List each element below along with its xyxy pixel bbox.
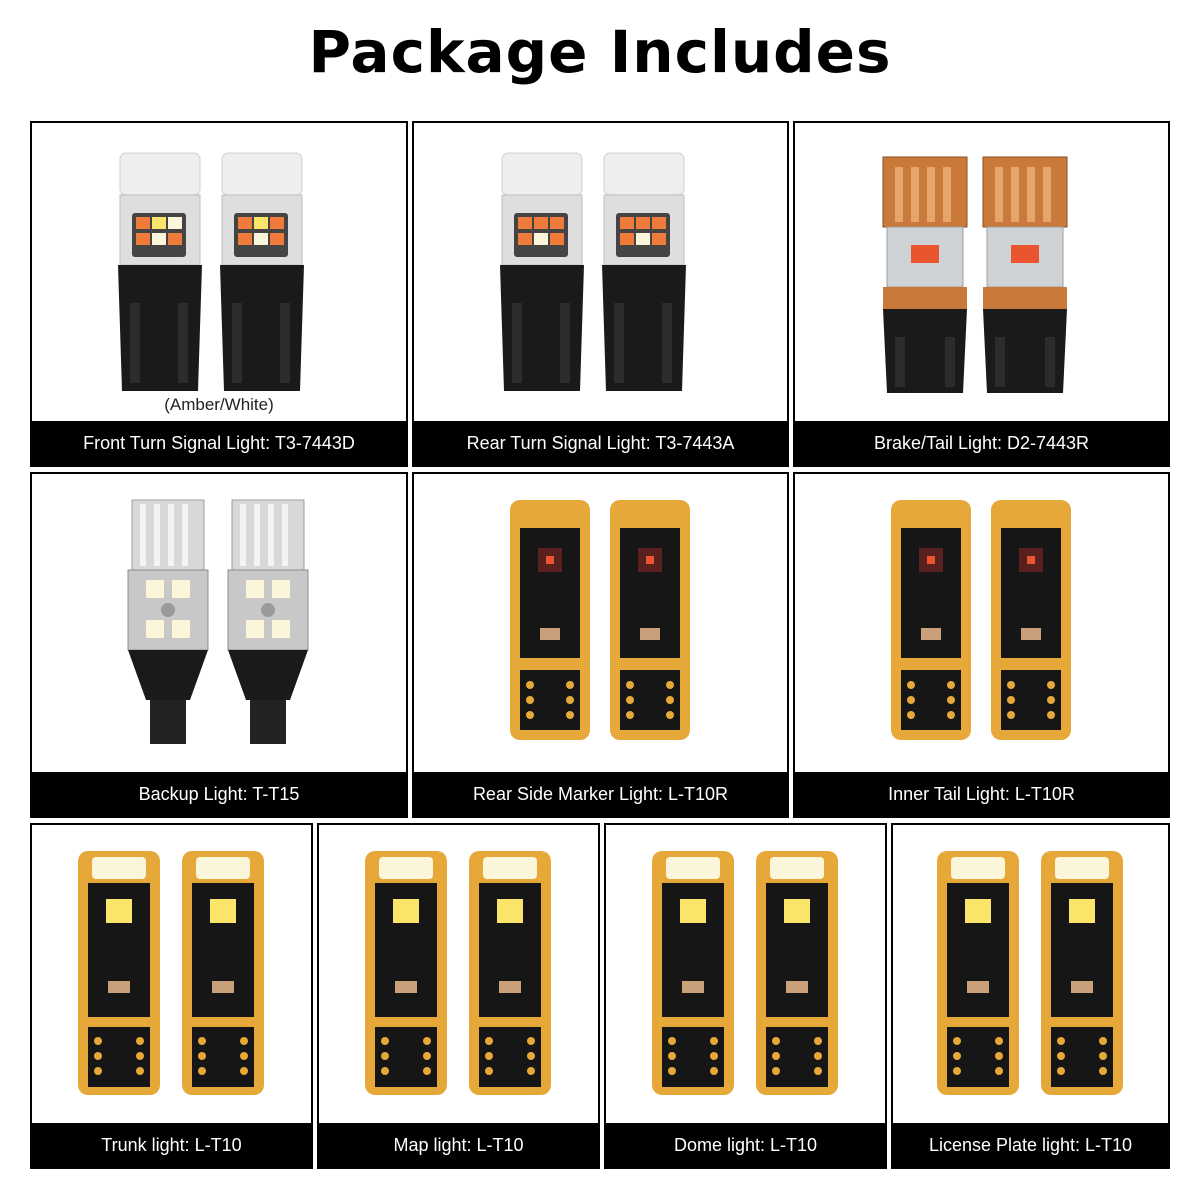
product-image [32, 123, 406, 421]
item-caption: Rear Side Marker Light: L-T10R [414, 772, 787, 816]
item-card-rear-turn: Rear Turn Signal Light: T3-7443A [412, 121, 789, 467]
item-card-inner-tail: Inner Tail Light: L-T10R [793, 472, 1170, 818]
page-title: Package Includes [308, 18, 892, 86]
product-image [795, 123, 1168, 421]
t10-red-bulb-pair-image [510, 500, 690, 740]
item-caption: Backup Light: T-T15 [32, 772, 406, 816]
item-card-trunk: Trunk light: L-T10 [30, 823, 313, 1169]
product-image [795, 474, 1168, 772]
t10-white-bulb-pair-image [937, 851, 1123, 1095]
t10-white-bulb-pair-image [652, 851, 838, 1095]
item-card-license-plate: License Plate light: L-T10 [891, 823, 1170, 1169]
wedge-bulb-pair-image [118, 152, 304, 391]
product-image [319, 825, 598, 1123]
product-image [606, 825, 885, 1123]
item-card-rear-side-marker: Rear Side Marker Light: L-T10R [412, 472, 789, 818]
t15-bulb-pair-image [127, 499, 309, 744]
t10-white-bulb-pair-image [365, 851, 551, 1095]
copper-wedge-bulb-pair-image [882, 156, 1068, 393]
item-caption: Trunk light: L-T10 [32, 1123, 311, 1167]
product-image [32, 825, 311, 1123]
item-caption: Map light: L-T10 [319, 1123, 598, 1167]
item-card-dome: Dome light: L-T10 [604, 823, 887, 1169]
item-card-backup: Backup Light: T-T15 [30, 472, 408, 818]
item-caption: Brake/Tail Light: D2-7443R [795, 421, 1168, 465]
item-caption: Front Turn Signal Light: T3-7443D [32, 421, 406, 465]
t10-white-bulb-pair-image [78, 851, 264, 1095]
item-caption: Dome light: L-T10 [606, 1123, 885, 1167]
product-image [893, 825, 1168, 1123]
item-caption: License Plate light: L-T10 [893, 1123, 1168, 1167]
wedge-bulb-pair-image [500, 152, 686, 391]
product-image [414, 474, 787, 772]
item-card-front-turn: (Amber/White) Front Turn Signal Light: T… [30, 121, 408, 467]
item-caption: Inner Tail Light: L-T10R [795, 772, 1168, 816]
product-image [32, 474, 406, 772]
item-card-map: Map light: L-T10 [317, 823, 600, 1169]
color-note: (Amber/White) [164, 395, 274, 414]
product-image [414, 123, 787, 421]
item-caption: Rear Turn Signal Light: T3-7443A [414, 421, 787, 465]
t10-red-bulb-pair-image [891, 500, 1071, 740]
item-card-brake-tail: Brake/Tail Light: D2-7443R [793, 121, 1170, 467]
